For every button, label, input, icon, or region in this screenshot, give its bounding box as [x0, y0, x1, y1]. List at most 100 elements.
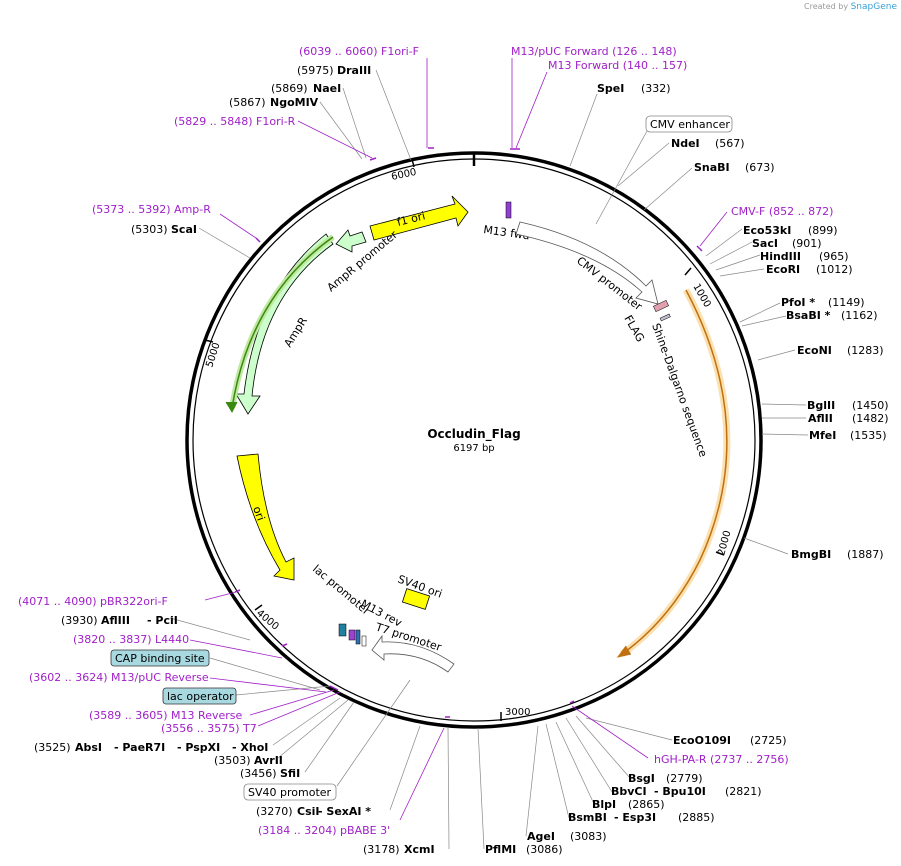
enzyme-spei-pos: (332): [641, 82, 671, 95]
leader-lines: [169, 69, 809, 850]
primer-f1ori-f: (6039 .. 6060) F1ori-F: [299, 45, 419, 58]
enzyme-naei-pos: (5869): [271, 82, 308, 95]
ampr-orf-line: [231, 236, 334, 409]
enzyme-bsmbi-pos: (2885): [678, 811, 715, 824]
ampr-orf-arrowhead: [225, 401, 238, 414]
enzyme-csii: CsiI: [297, 805, 319, 818]
enzyme-draiii-pos: (5975): [297, 64, 334, 77]
snapgene-logo: SnapGene: [850, 2, 897, 12]
enzyme-ngomiv: NgoMIV: [270, 96, 319, 109]
enzyme-saci: SacI: [752, 237, 778, 250]
enzyme-pfoi: PfoI *: [781, 296, 815, 309]
primer-l4440: (3820 .. 3837) L4440: [73, 633, 189, 646]
shine-dalgarno-label: Shine-Dalgarno sequence: [649, 322, 710, 459]
primer-pbr322ori-f: (4071 .. 4090) pBR322ori-F: [18, 595, 168, 608]
credit-prefix: Created by: [804, 2, 849, 11]
enzyme-bglii-pos: (1450): [852, 399, 889, 412]
enzyme-avrii-pos: (3503): [214, 754, 251, 767]
enzyme-bbvci: BbvCI: [611, 785, 647, 798]
enzyme-eco53ki: Eco53kI: [743, 224, 791, 237]
plasmid-size: 6197 bp: [453, 443, 494, 454]
primer-m13puc-forward: M13/pUC Forward (126 .. 148): [511, 45, 677, 58]
enzyme-mfei: MfeI: [809, 429, 836, 442]
enzyme-bbvci-pos: (2821): [725, 785, 762, 798]
enzyme-spei: SpeI: [597, 82, 624, 95]
enzyme-agei: AgeI: [527, 830, 555, 843]
cmv-enhancer-label: CMV enhancer: [650, 118, 730, 131]
enzyme-bsabi-pos: (1162): [841, 309, 878, 322]
enzyme-afliii-pos: (3930): [61, 614, 98, 627]
enzyme-absi: AbsI: [75, 741, 102, 754]
enzyme-bsgi: BsgI: [628, 772, 655, 785]
enzyme-csii-pos: (3270): [256, 805, 293, 818]
enzyme-econi: EcoNI: [797, 344, 832, 357]
m13-fwd-marker: [505, 201, 512, 219]
enzyme-xcmi-pos: (3178): [363, 843, 400, 856]
enzyme-agei-pos: (3083): [570, 830, 607, 843]
primer-amp-r: (5373 .. 5392) Amp-R: [92, 203, 211, 216]
primer-t7: (3556 .. 3575) T7: [161, 722, 257, 735]
shine-marker: [659, 313, 671, 322]
enzyme-ecori-pos: (1012): [816, 263, 853, 276]
ampr-arrow: [235, 233, 334, 415]
m13-rev-marker: [348, 629, 356, 641]
enzyme-pcii: - PciI: [147, 614, 178, 627]
sv40-promoter-label: SV40 promoter: [248, 786, 332, 799]
enzyme-ndei-pos: (567): [715, 137, 745, 150]
ori-arrow: [236, 453, 295, 581]
enzyme-pspxi: - PspXI: [177, 741, 220, 754]
enzyme-sfii: SfiI: [280, 767, 300, 780]
enzyme-ndei: NdeI: [671, 137, 700, 150]
plasmid-name: Occludin_Flag: [427, 427, 520, 442]
enzyme-ecoo109i: EcoO109I: [673, 734, 731, 747]
enzyme-xhoi: - XhoI: [232, 741, 268, 754]
enzyme-bsmbi: BsmBI: [568, 811, 607, 824]
enzyme-pflmi: PflMI: [485, 843, 516, 856]
enzyme-naei: NaeI: [313, 82, 341, 95]
primer-pbabe: (3184 .. 3204) pBABE 3': [258, 824, 390, 837]
primer-hgh-pa-r: hGH-PA-R (2737 .. 2756): [654, 753, 789, 766]
enzyme-hindiii: HindIII: [760, 250, 801, 263]
enzyme-bsabi: BsaBI *: [786, 309, 831, 322]
enzyme-mfei-pos: (1535): [850, 429, 887, 442]
enzyme-saci-pos: (901): [792, 237, 822, 250]
sv40-promoter-box: [243, 783, 337, 801]
primer-marks: [234, 147, 703, 718]
enzyme-avrii: AvrII: [254, 754, 283, 767]
ori-label: ori: [250, 505, 267, 523]
lac-operator-box: [162, 687, 237, 705]
enzyme-bglii: BglII: [807, 399, 835, 412]
enzyme-afliii: AflIII: [101, 614, 130, 627]
enzyme-ecori: EcoRI: [766, 263, 800, 276]
t7-marker: [361, 635, 367, 647]
primer-m13-forward: M13 Forward (140 .. 157): [548, 59, 687, 72]
cmv-enhancer-box: [645, 115, 733, 133]
ampr-promoter-arrow: [335, 229, 367, 253]
enzyme-draiii: DraIII: [337, 64, 371, 77]
enzyme-blpi-pos: (2865): [628, 798, 665, 811]
snapgene-credit: Created by SnapGene: [804, 2, 897, 12]
enzyme-ngomiv-pos: (5867): [229, 96, 266, 109]
orf-arc-line: [621, 289, 728, 655]
enzyme-snabi: SnaBI: [694, 161, 730, 174]
primer-leader-lines: [189, 58, 728, 821]
ampr-label: AmpR: [282, 315, 311, 350]
flag-label: FLAG: [621, 313, 647, 344]
enzyme-hindiii-pos: (965): [819, 250, 849, 263]
t7-promoter-arrow: [371, 634, 455, 673]
cap-binding-site-box: [110, 649, 210, 667]
enzyme-pflmi-pos: (3086): [526, 843, 563, 856]
enzyme-paer7i: - PaeR7I: [114, 741, 165, 754]
enzyme-bsgi-pos: (2779): [666, 772, 703, 785]
lac-operator-label: lac operator: [167, 690, 234, 703]
enzyme-bmgbi-pos: (1887): [847, 548, 884, 561]
enzyme-xcmi: XcmI: [404, 843, 435, 856]
enzyme-scai-pos: (5303): [131, 223, 168, 236]
enzyme-esp3i: - Esp3I: [614, 811, 656, 824]
tick-5000: 5000: [204, 341, 222, 369]
lac-operator-marker: [355, 629, 361, 645]
enzyme-econi-pos: (1283): [847, 344, 884, 357]
enzyme-sexai: - SexAI *: [318, 805, 371, 818]
primer-cmv-f: CMV-F (852 .. 872): [731, 205, 833, 218]
